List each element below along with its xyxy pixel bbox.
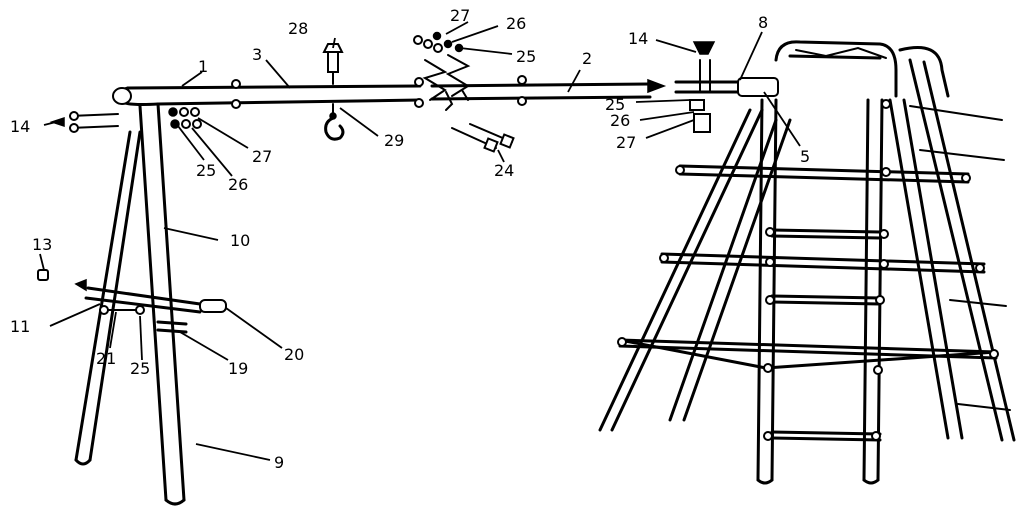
a-frame-left — [74, 102, 202, 506]
swing-hook — [324, 103, 345, 141]
callout-26-top: 26 — [506, 14, 526, 33]
brace-hardware — [37, 269, 227, 315]
callout-28: 28 — [288, 19, 308, 38]
callout-25-right: 25 — [605, 95, 625, 114]
climbing-tower — [598, 40, 1016, 485]
end-bolts-left — [49, 111, 119, 133]
callout-11: 11 — [10, 317, 30, 336]
callout-29: 29 — [384, 131, 404, 150]
callout-19: 19 — [228, 359, 248, 378]
callout-14-left: 14 — [10, 117, 30, 136]
callout-1: 1 — [198, 57, 208, 76]
callout-26-left: 26 — [228, 175, 248, 194]
callout-10: 10 — [230, 231, 250, 250]
callout-27-left: 27 — [252, 147, 272, 166]
callout-20: 20 — [284, 345, 304, 364]
callout-8: 8 — [758, 13, 768, 32]
swing-hanger-bolt — [322, 43, 344, 85]
callout-26-right: 26 — [610, 111, 630, 130]
beam-bolts — [168, 31, 527, 129]
callout-5: 5 — [800, 147, 810, 166]
callout-2: 2 — [582, 49, 592, 68]
callout-21: 21 — [96, 349, 116, 368]
callout-25-left: 25 — [196, 161, 216, 180]
callout-9: 9 — [274, 453, 284, 472]
callout-14-right: 14 — [628, 29, 648, 48]
callout-24: 24 — [494, 161, 514, 180]
callout-27-top: 27 — [450, 6, 470, 25]
callout-13: 13 — [32, 235, 52, 254]
callout-3: 3 — [252, 45, 262, 64]
callout-27-right: 27 — [616, 133, 636, 152]
beam-bracket — [674, 41, 779, 133]
callout-25-top: 25 — [516, 47, 536, 66]
long-bolts — [445, 89, 515, 153]
callout-25-brace: 25 — [130, 359, 150, 378]
callout-labels: 1 3 28 27 26 25 2 14 8 25 26 27 5 14 25 … — [10, 6, 810, 472]
leader-lines — [39, 21, 801, 461]
